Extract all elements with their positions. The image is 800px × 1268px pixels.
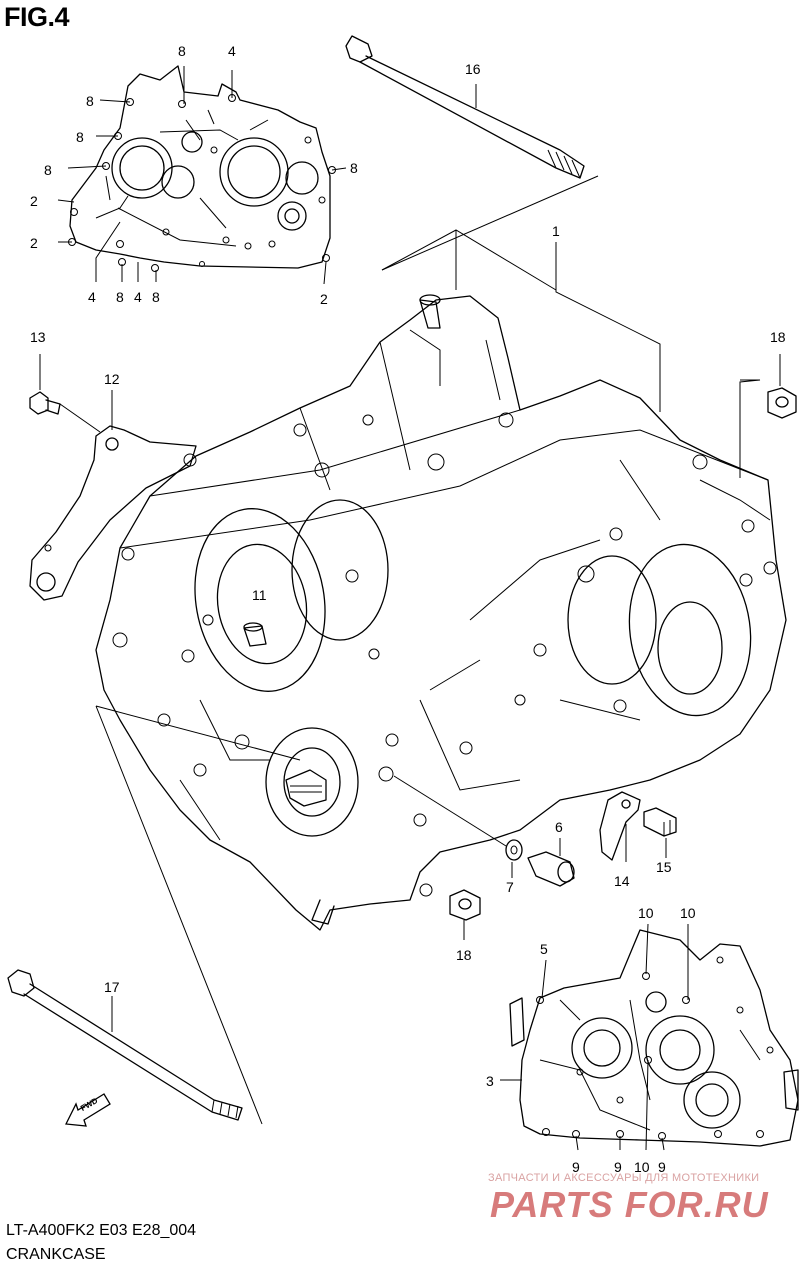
watermark-tagline: ЗАПЧАСТИ И АКСЕССУАРЫ ДЛЯ МОТОТЕХНИКИ [488, 1172, 760, 1184]
diagram-caption: CRANKCASE [6, 1246, 106, 1263]
inset-left-crankcase [57, 65, 347, 285]
callout-4: 4 [88, 289, 96, 305]
bolt-15 [643, 807, 677, 858]
bracket-14 [599, 791, 641, 862]
callout-13: 13 [30, 329, 46, 345]
bolt-17 [7, 705, 301, 1125]
callout-10: 10 [680, 905, 696, 921]
callout-8: 8 [116, 289, 124, 305]
callout-4: 4 [228, 43, 236, 59]
callout-10: 10 [638, 905, 654, 921]
callout-18: 18 [770, 329, 786, 345]
callout-3: 3 [486, 1073, 494, 1089]
callout-9: 9 [572, 1159, 580, 1175]
callout-8: 8 [86, 93, 94, 109]
callout-15: 15 [656, 859, 672, 875]
callout-1: 1 [552, 223, 560, 239]
callout-2: 2 [320, 291, 328, 307]
callout-2: 2 [30, 235, 38, 251]
callout-10: 10 [634, 1159, 650, 1175]
nut-18-lower [449, 889, 481, 940]
callout-11: 11 [252, 587, 267, 603]
watermark-logo: PARTS FOR.RU [490, 1184, 769, 1225]
callout-14: 14 [614, 873, 630, 889]
inset-right-crankcase [500, 923, 799, 1151]
main-crankcase [95, 294, 787, 931]
callout-4: 4 [134, 289, 142, 305]
callout-9: 9 [658, 1159, 666, 1175]
bracket-12 [29, 425, 197, 601]
callout-12: 12 [104, 371, 120, 387]
figure-title: FIG.4 [4, 2, 70, 32]
bolt-13 [29, 354, 61, 415]
callout-7: 7 [506, 879, 514, 895]
bolt-16 [345, 35, 585, 179]
callout-2: 2 [30, 193, 38, 209]
callout-17: 17 [104, 979, 120, 995]
callout-9: 9 [614, 1159, 622, 1175]
callout-6: 6 [555, 819, 563, 835]
model-code: LT-A400FK2 E03 E28_004 [6, 1222, 197, 1239]
callout-8: 8 [76, 129, 84, 145]
callout-8: 8 [44, 162, 52, 178]
leader-1 [381, 175, 761, 478]
nut-18-upper [767, 354, 797, 419]
callout-18: 18 [456, 947, 472, 963]
callout-5: 5 [540, 941, 548, 957]
callout-8: 8 [350, 160, 358, 176]
callout-8: 8 [152, 289, 160, 305]
bolt-6 [527, 838, 575, 887]
callout-8: 8 [178, 43, 186, 59]
fwd-arrow-icon [64, 1093, 111, 1127]
callout-16: 16 [465, 61, 481, 77]
washer-7 [505, 839, 523, 878]
